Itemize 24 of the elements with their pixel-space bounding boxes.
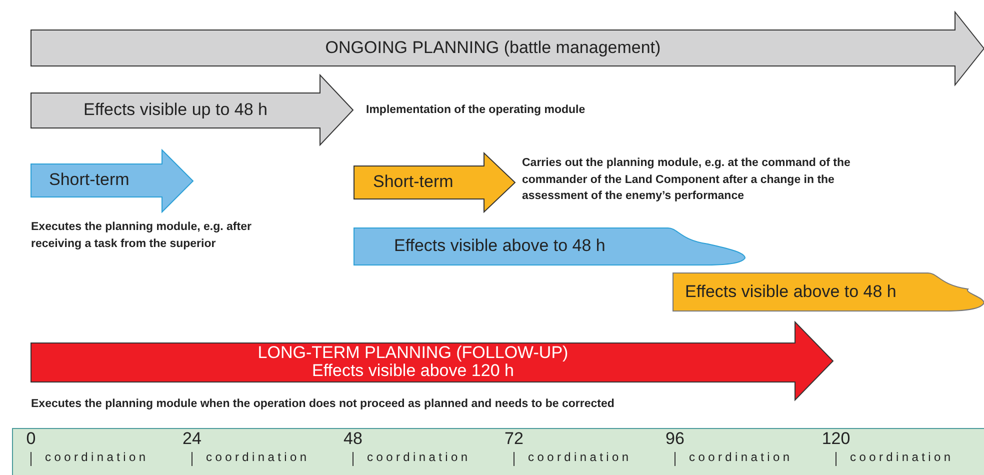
tick-label: 0 — [26, 430, 36, 447]
note-text: Carries out the planning module, e.g. at the command of the commander of the Land Component after a change in the assessment of the enemy’s performance — [522, 156, 852, 204]
note-text: Executes the planning module when the operation does not proceed as planned and needs to be corrected — [31, 397, 616, 412]
phase-label: Effects visible above to 48 h — [394, 237, 606, 256]
phase-label: Effects visible up to 48 h — [82, 101, 268, 120]
phase-label: Short-term — [49, 171, 130, 190]
tick-label: 48 — [344, 430, 362, 447]
note-text: Executes the planning module, e.g. after receiving a task from the superior — [31, 220, 252, 252]
period-label: coordination — [367, 451, 471, 463]
period-label: coordination — [850, 451, 954, 463]
tick-label: 96 — [666, 430, 684, 447]
tick-label: 24 — [182, 430, 202, 447]
period-label: coordination — [528, 451, 632, 463]
period-label: coordination — [206, 451, 310, 463]
phase-label: LONG-TERM PLANNING (FOLLOW-UP) — [256, 344, 570, 363]
period-label: coordination — [45, 451, 149, 463]
phase-sublabel: Effects visible above 120 h — [311, 362, 514, 381]
phase-label: ONGOING PLANNING (battle management) — [324, 39, 662, 58]
phase-label: Short-term — [373, 173, 454, 192]
note-text: Implementation of the operating module — [366, 103, 586, 118]
tick-label: 72 — [504, 430, 524, 447]
tick-label: 120 — [822, 430, 850, 447]
period-label: coordination — [689, 451, 793, 463]
phase-label: Effects visible above to 48 h — [685, 283, 896, 302]
